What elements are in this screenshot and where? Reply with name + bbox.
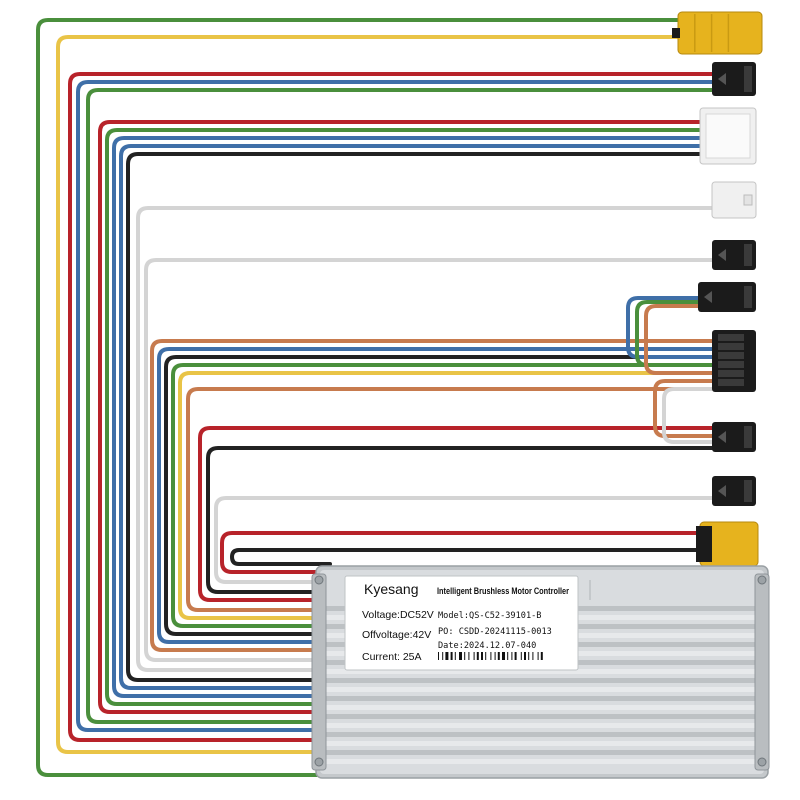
wire (230, 548, 714, 566)
model-text: Model:QS-C52-39101-B (438, 611, 541, 621)
wire (76, 80, 714, 732)
fin (324, 714, 760, 719)
connector-icon (712, 62, 756, 96)
fin (324, 678, 760, 683)
fin (324, 687, 760, 692)
fin (324, 750, 760, 755)
wire (68, 72, 714, 742)
wire (214, 496, 714, 584)
connector-icon (698, 282, 756, 312)
fin (324, 705, 760, 710)
wire (144, 258, 714, 662)
screw-icon (757, 575, 767, 585)
wire (136, 206, 714, 672)
wire (105, 128, 704, 706)
wire (626, 296, 714, 359)
wire (36, 18, 682, 777)
wire (662, 387, 714, 444)
wire (126, 152, 704, 682)
barcode-icon (438, 652, 543, 660)
wire (644, 304, 714, 375)
current-text: Current: 25A (362, 651, 422, 663)
connector-column (672, 11, 763, 567)
fin (324, 732, 760, 737)
controller-box: Kyesang Intelligent Brushless Motor Cont… (311, 565, 770, 779)
connector-icon (711, 181, 757, 219)
fin (324, 696, 760, 701)
wire (86, 88, 714, 724)
connector-icon (712, 476, 756, 506)
connector-icon (712, 240, 756, 270)
wire (56, 35, 682, 754)
brand-name: Kyesang (364, 581, 418, 597)
connector-icon (712, 422, 756, 452)
screw-icon (314, 575, 324, 585)
po-text: PO: CSDD-20241115-0013 (438, 627, 552, 637)
wire (98, 120, 704, 714)
fin (324, 741, 760, 746)
screw-icon (314, 757, 324, 767)
wire (178, 371, 714, 620)
screw-icon (757, 757, 767, 767)
wire (119, 144, 704, 690)
fin (324, 723, 760, 728)
wire (635, 300, 714, 367)
spec-label: Kyesang Intelligent Brushless Motor Cont… (344, 575, 579, 671)
wire (164, 355, 714, 636)
offvoltage-text: Offvoltage:42V (362, 629, 431, 641)
wire (150, 339, 714, 652)
product-title: Intelligent Brushless Motor Controller (437, 586, 569, 596)
wire (171, 363, 714, 628)
connector-icon (699, 107, 757, 165)
fin (324, 759, 760, 764)
wire (112, 136, 704, 698)
voltage-text: Voltage:DC52V (362, 609, 434, 621)
wire-harness (36, 18, 714, 777)
connector-icon (696, 521, 759, 567)
connector-icon (712, 330, 756, 392)
wire (186, 387, 714, 612)
wire (206, 446, 714, 594)
wire (653, 379, 714, 438)
wire (198, 426, 714, 602)
wire (157, 347, 714, 644)
date-text: Date:2024.12.07-040 (438, 641, 536, 651)
fin (324, 669, 760, 674)
connector-icon (672, 11, 763, 55)
wire (220, 531, 714, 574)
